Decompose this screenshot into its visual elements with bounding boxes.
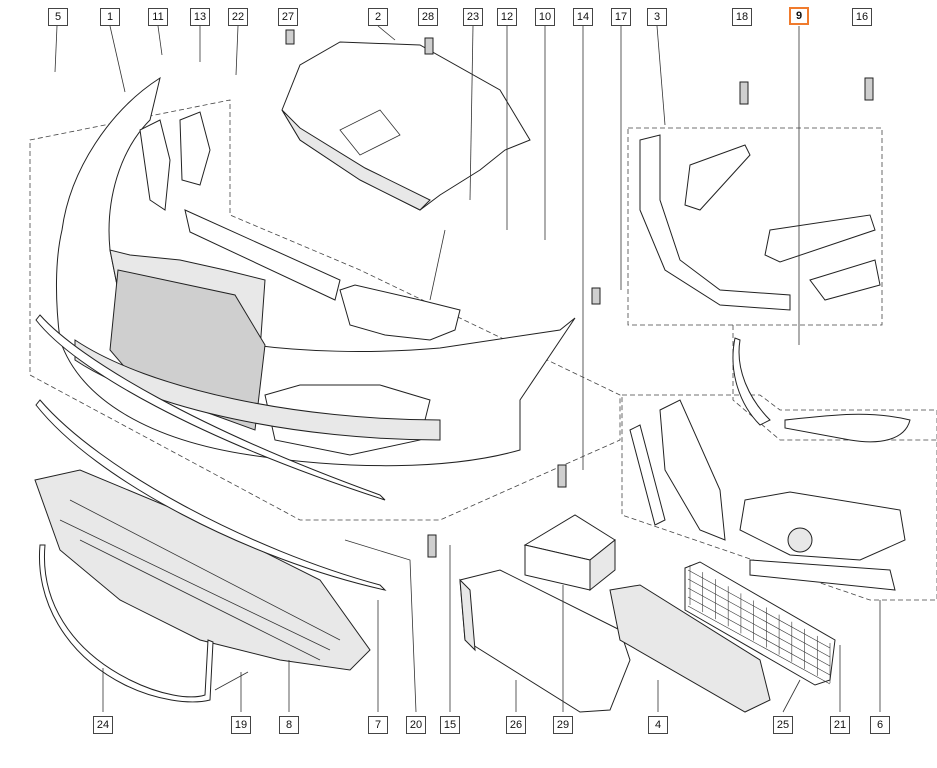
callout-10[interactable]: 10 [535,8,555,26]
part-lower-strips [35,314,387,591]
mesh-line [687,605,831,685]
callout-9-selected[interactable]: 9 [789,7,809,25]
callout-26[interactable]: 26 [506,716,526,734]
callout-8[interactable]: 8 [279,716,299,734]
part-lower-absorber [34,469,371,671]
callout-28[interactable]: 28 [418,8,438,26]
callout-6[interactable]: 6 [870,716,890,734]
mesh-line [687,569,831,649]
callout-24[interactable]: 24 [93,716,113,734]
mesh-line [687,578,831,658]
callout-11[interactable]: 11 [148,8,168,26]
callout-22[interactable]: 22 [228,8,248,26]
callout-25[interactable]: 25 [773,716,793,734]
callout-2[interactable]: 2 [368,8,388,26]
callout-1[interactable]: 1 [100,8,120,26]
callout-16[interactable]: 16 [852,8,872,26]
mesh-line [687,587,831,667]
part-bumper-cover [55,76,576,467]
part-lower-grille [609,584,771,713]
callout-4[interactable]: 4 [648,716,668,734]
part-moulding-strip-9 [732,337,911,443]
part-side-brackets [139,111,341,301]
fasteners [214,29,874,691]
mesh-grid-lines [687,565,831,685]
callout-7[interactable]: 7 [368,716,388,734]
callout-3[interactable]: 3 [647,8,667,26]
callout-5[interactable]: 5 [48,8,68,26]
part-right-bracket-group [639,134,881,311]
part-center-bracket [339,229,461,341]
part-clip-kit [523,514,616,592]
callout-17[interactable]: 17 [611,8,631,26]
callout-19[interactable]: 19 [231,716,251,734]
part-lower-lip [38,544,214,703]
callout-21[interactable]: 21 [830,716,850,734]
mesh-line [687,596,831,676]
callout-13[interactable]: 13 [190,8,210,26]
callout-15[interactable]: 15 [440,716,460,734]
callout-12[interactable]: 12 [497,8,517,26]
callout-29[interactable]: 29 [553,716,573,734]
callout-23[interactable]: 23 [463,8,483,26]
part-upper-cover [281,41,531,211]
callout-18[interactable]: 18 [732,8,752,26]
leader-lines [54,25,881,713]
callout-20[interactable]: 20 [406,716,426,734]
part-plate-holder [459,569,631,713]
part-mesh-grille [684,561,836,686]
callout-27[interactable]: 27 [278,8,298,26]
callout-14[interactable]: 14 [573,8,593,26]
part-fog-surround [629,399,906,591]
